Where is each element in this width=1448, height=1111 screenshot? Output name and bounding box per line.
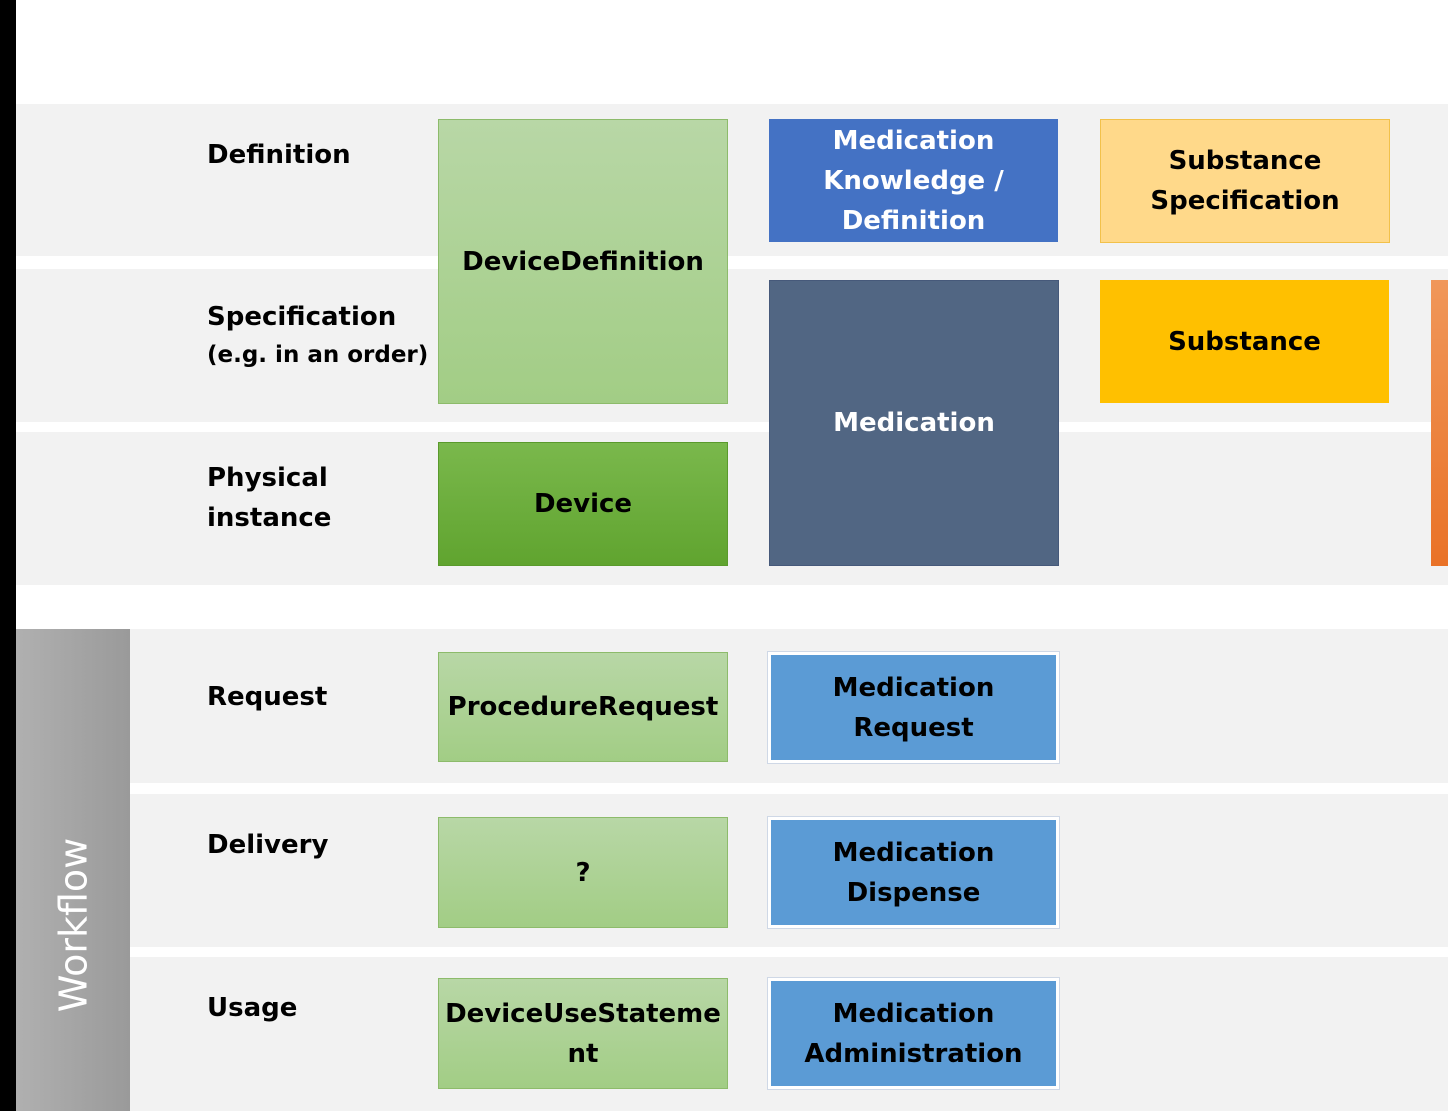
- row-label-delivery: Delivery: [207, 830, 329, 860]
- substance-box: Substance: [1100, 280, 1389, 403]
- device-use-statement-box: DeviceUseStatement: [438, 978, 728, 1089]
- workflow-group-tab: [16, 629, 130, 1111]
- row-label-specification: Specification (e.g. in an order): [207, 297, 428, 373]
- workflow-label-wrap: Workflow: [13, 815, 133, 1035]
- row-label-physical-instance: Physical instance: [207, 463, 332, 533]
- procedure-request-box: ProcedureRequest: [438, 652, 728, 762]
- device-definition-box: DeviceDefinition: [438, 119, 728, 404]
- specification-label: Specification: [207, 302, 397, 332]
- specification-sub-label: (e.g. in an order): [207, 342, 429, 368]
- left-edge-bar: [0, 0, 16, 1111]
- workflow-label: Workflow: [51, 837, 95, 1013]
- medication-request-box: Medication Request: [767, 651, 1060, 764]
- unknown-delivery-box: ?: [438, 817, 728, 928]
- orange-edge-bar: [1431, 280, 1448, 566]
- medication-box: Medication: [769, 280, 1059, 566]
- row-label-definition: Definition: [207, 140, 351, 170]
- medication-administration-box: Medication Administration: [767, 977, 1060, 1090]
- substance-specification-box: Substance Specification: [1100, 119, 1390, 243]
- medication-knowledge-box: Medication Knowledge / Definition: [769, 119, 1058, 242]
- band-physical-instance: [16, 432, 1448, 585]
- row-label-usage: Usage: [207, 993, 298, 1023]
- row-label-request: Request: [207, 682, 328, 712]
- device-box: Device: [438, 442, 728, 566]
- medication-dispense-box: Medication Dispense: [767, 816, 1060, 929]
